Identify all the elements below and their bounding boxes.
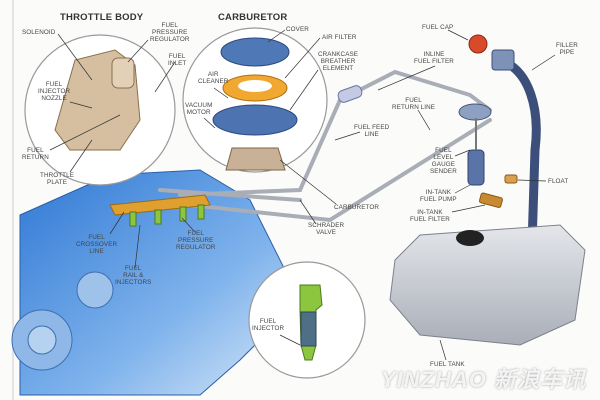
label-fuel-injector: FUEL INJECTOR xyxy=(252,318,285,332)
air-cleaner-base xyxy=(212,104,298,136)
label-in-tank-fuel-pump: IN-TANK FUEL PUMP xyxy=(420,189,457,203)
leader-lines xyxy=(49,29,556,361)
label-fuel-feed-line: FUEL FEED LINE xyxy=(354,124,390,138)
label-vacuum-motor: VACUUM MOTOR xyxy=(185,102,213,116)
float xyxy=(504,174,518,184)
label-cover: COVER xyxy=(286,26,309,33)
label-filler-pipe: FILLER PIPE xyxy=(556,42,578,56)
label-air-filter: AIR FILTER xyxy=(322,34,357,41)
label-crankcase-breather: CRANKCASE BREATHER ELEMENT xyxy=(318,51,359,72)
air-cleaner-cover xyxy=(220,37,290,67)
label-fuel-cap: FUEL CAP xyxy=(422,24,454,31)
label-fuel-level-sender: FUEL LEVEL GAUGE SENDER xyxy=(430,147,457,175)
watermark-logo: YINZHAO 新浪车讯 xyxy=(380,367,586,392)
sender-cap xyxy=(458,103,492,121)
label-fuel-rail-injectors: FUEL RAIL & INJECTORS xyxy=(115,265,152,286)
in-tank-fuel-filter xyxy=(478,192,503,208)
label-fuel-injector-nozzle: FUEL INJECTOR NOZZLE xyxy=(38,81,71,102)
fuel-lines xyxy=(158,69,492,223)
label-tb-fuel-pressure-regulator: FUEL PRESSURE REGULATOR xyxy=(150,22,190,43)
fuel-cap xyxy=(468,34,488,54)
carburetor-title: CARBURETOR xyxy=(218,12,288,23)
in-tank-fuel-pump xyxy=(467,149,485,186)
injectors xyxy=(129,204,205,227)
label-air-cleaner: AIR CLEANER xyxy=(198,71,229,85)
label-carburetor: CARBURETOR xyxy=(334,204,379,211)
label-fuel-inlet: FUEL INLET xyxy=(168,53,187,67)
label-fuel-tank: FUEL TANK xyxy=(430,361,465,368)
label-schrader-valve: SCHRADER VALVE xyxy=(308,222,345,236)
label-inline-fuel-filter: INLINE FUEL FILTER xyxy=(414,51,454,65)
label-solenoid: SOLENOID xyxy=(22,29,56,36)
label-fuel-crossover-line: FUEL CROSSOVER LINE xyxy=(76,234,118,255)
inline-fuel-filter xyxy=(337,85,363,103)
label-float: FLOAT xyxy=(548,178,569,185)
label-fuel-return-line: FUEL RETURN LINE xyxy=(392,97,436,111)
label-fuel-pressure-regulator: FUEL PRESSURE REGULATOR xyxy=(176,230,216,251)
fuel-tank xyxy=(389,224,586,346)
carburetor-body xyxy=(225,147,286,171)
label-fuel-return: FUEL RETURN xyxy=(22,147,49,161)
label-in-tank-fuel-filter: IN-TANK FUEL FILTER xyxy=(410,209,450,223)
throttle-body-title: THROTTLE BODY xyxy=(60,12,144,23)
label-throttle-plate: THROTTLE PLATE xyxy=(40,172,75,186)
fuel-rail xyxy=(109,194,211,216)
